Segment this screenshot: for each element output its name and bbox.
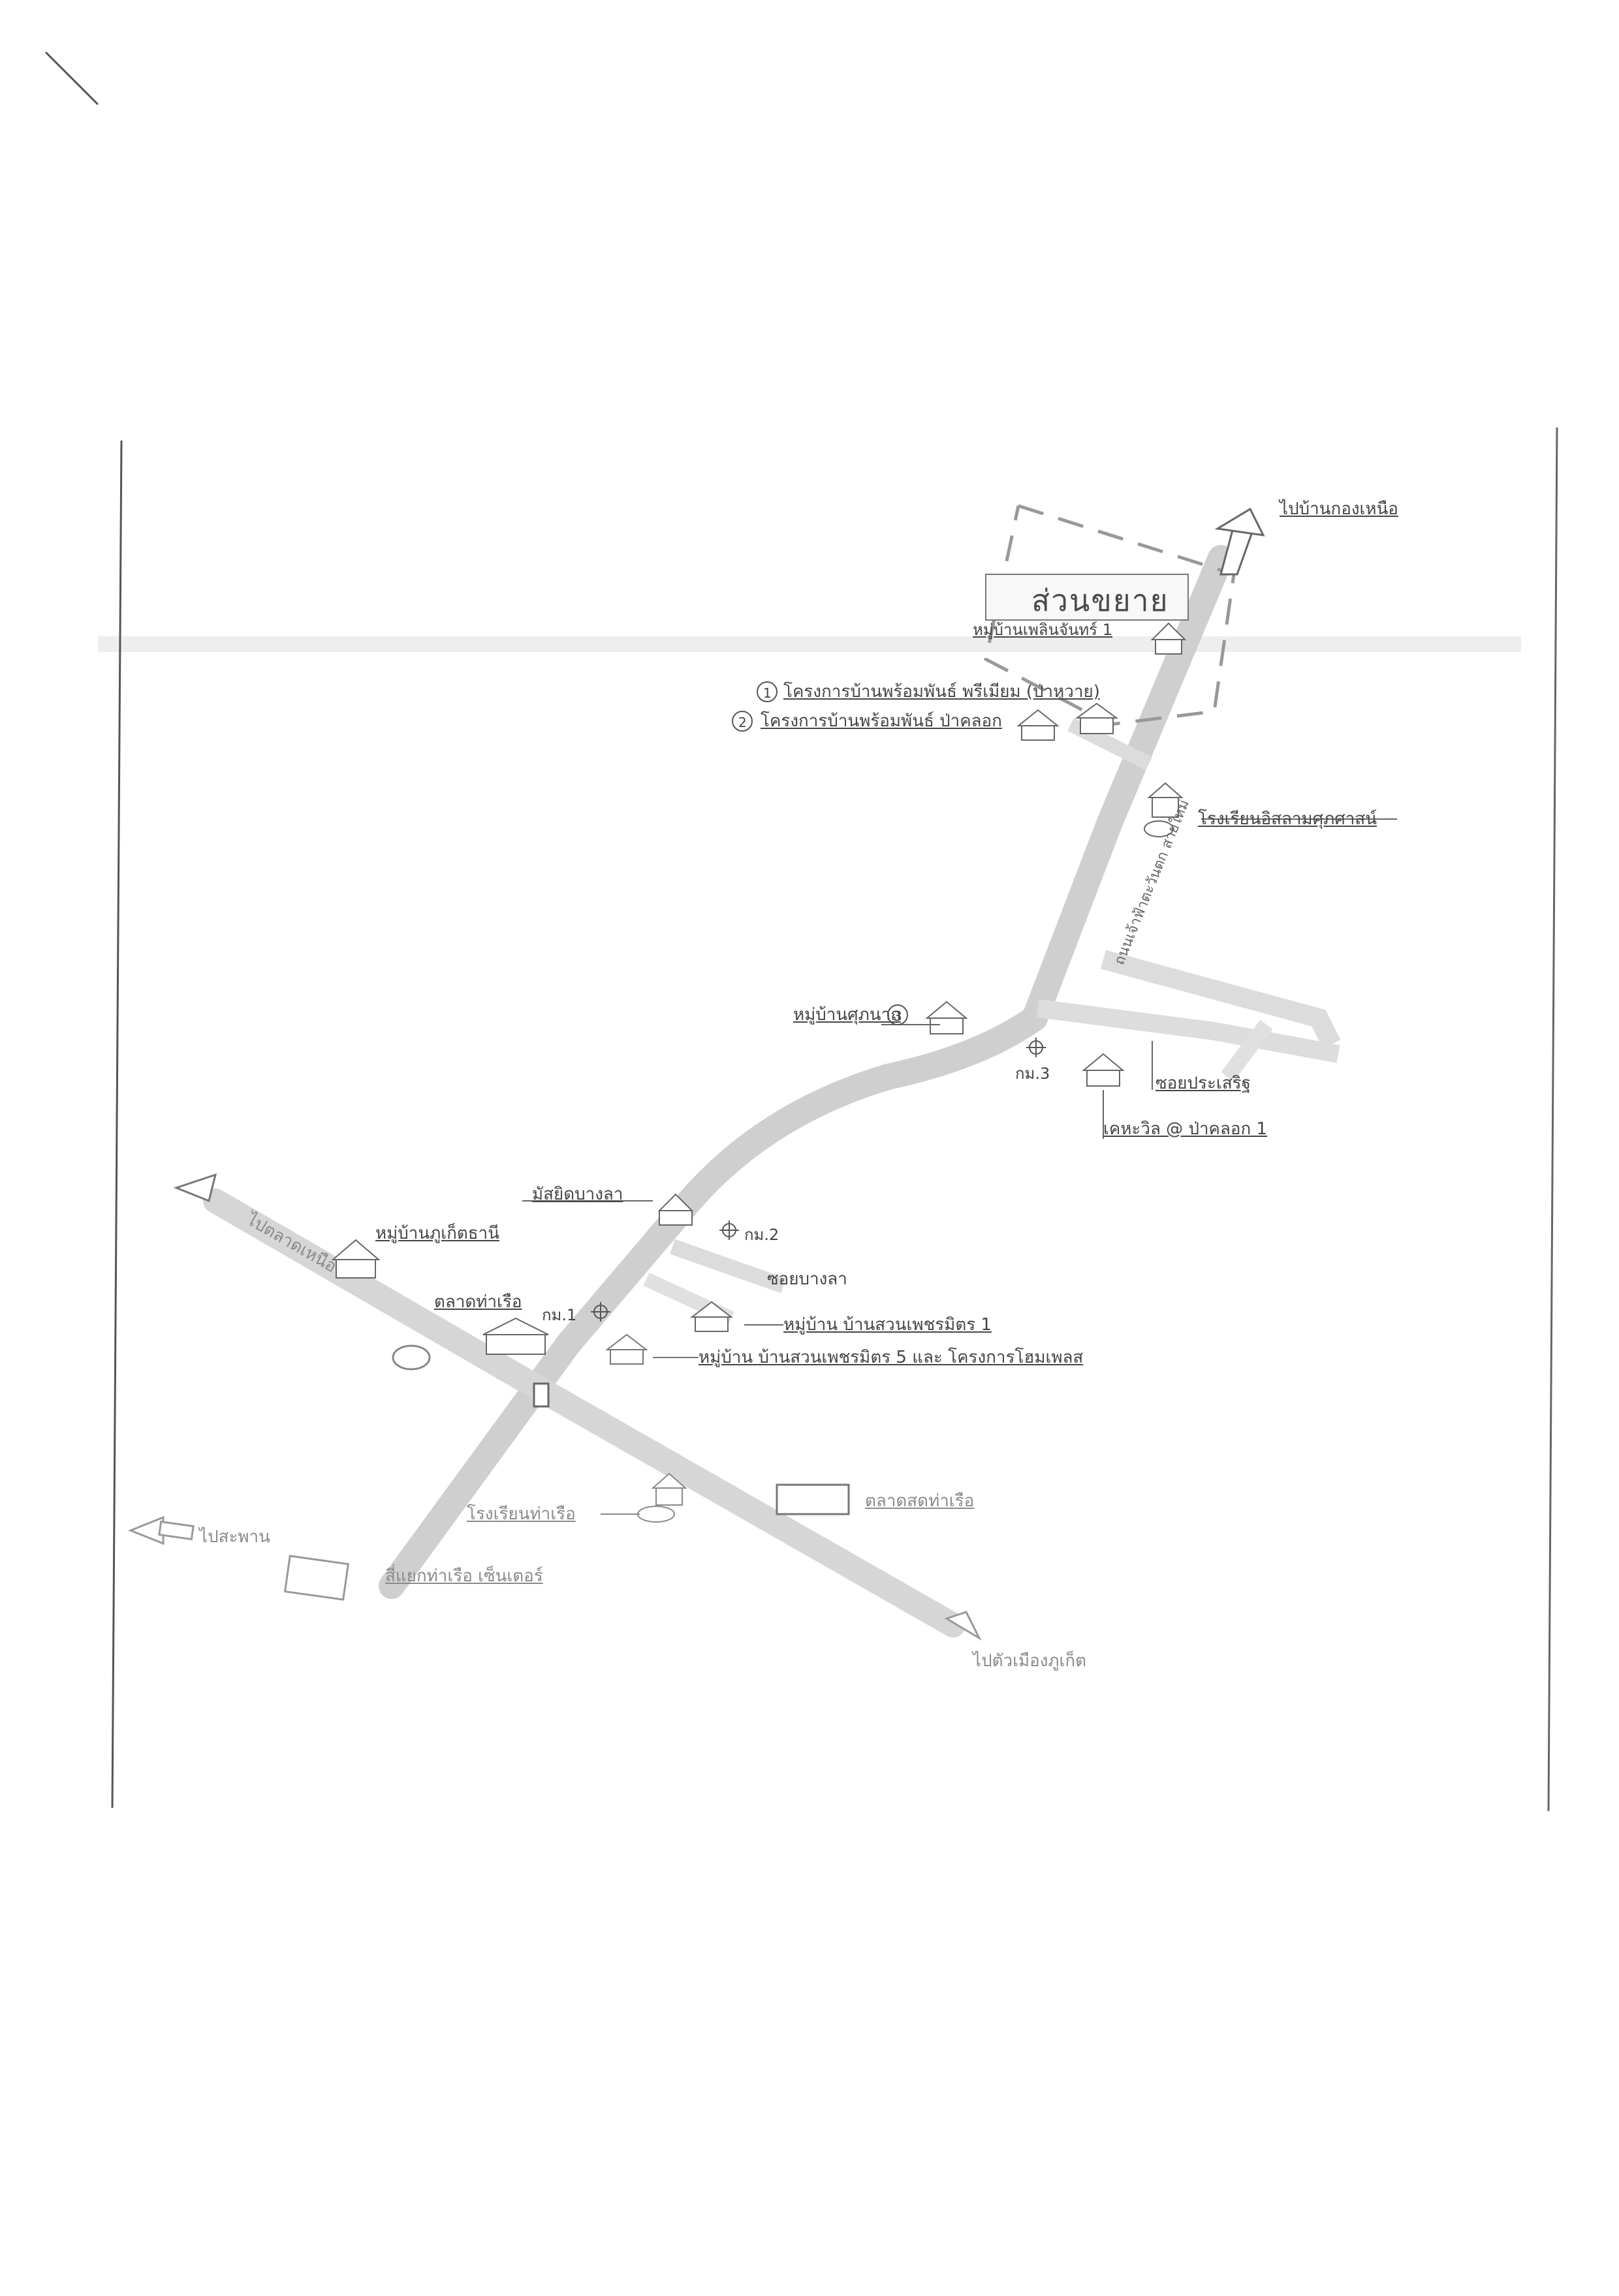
marker-1-icon	[757, 681, 778, 702]
house-icon	[331, 1239, 381, 1279]
village-1-label: หมู่บ้านเพลินจันทร์ 1	[973, 621, 1112, 639]
km3-label: กม.3	[1015, 1064, 1050, 1083]
intersection-icon	[283, 1555, 350, 1601]
marker-1-label: 1	[763, 685, 772, 701]
mosque-icon	[657, 1193, 694, 1226]
village-suan-1-label: หมู่บ้าน บ้านสวนเพชรมิตร 1	[783, 1315, 992, 1335]
arrow-north-head-icon	[1214, 507, 1265, 536]
project-1-label: โครงการบ้านพร้อมพันธ์ พรีเมียม (ป่าหวาย)	[783, 682, 1100, 702]
house-icon	[1016, 709, 1060, 741]
village-suan-5-label: หมู่บ้าน บ้านสวนเพชรมิตร 5 และ โครงการโฮ…	[699, 1348, 1084, 1367]
frame-left	[111, 440, 123, 1808]
intersection-label: สี่แยกท่าเรือ เซ็นเตอร์	[385, 1566, 543, 1586]
house-icon	[690, 1301, 733, 1332]
kaewin-label: เคหะวิล @ ป่าคลอก 1	[1103, 1119, 1268, 1139]
scan-band	[98, 636, 1521, 652]
warehouse-icon	[776, 1483, 850, 1515]
side-road-branch	[1221, 1019, 1273, 1082]
market-icon	[482, 1317, 549, 1355]
destination-north: ไปบ้านกองเหนือ	[1280, 499, 1398, 519]
extension-area-label: ส่วนขยาย	[1031, 583, 1169, 618]
house-icon	[1150, 622, 1187, 655]
house-icon	[925, 1001, 968, 1034]
school-1-label: โรงเรียนอิสลามศุภศาสน์	[1198, 809, 1377, 829]
tower-icon	[533, 1382, 550, 1408]
destination-west-lower: ไปสะพาน	[199, 1527, 270, 1547]
arrow-west-lower-icon	[127, 1515, 165, 1545]
arrow-west-lower-shaft	[158, 1520, 195, 1541]
pond-icon	[392, 1344, 431, 1371]
marker-3-label: 3	[894, 1008, 902, 1024]
soi-ban-label: ซอยบางลา	[767, 1269, 847, 1289]
main-road	[379, 545, 1234, 1599]
side-road-east-1	[1101, 950, 1341, 1049]
house-icon	[605, 1333, 648, 1365]
school-2-label: โรงเรียนท่าเรือ	[467, 1504, 576, 1524]
km-marker-icon	[1026, 1038, 1046, 1057]
mosque-label: มัสยิดบางลา	[532, 1185, 623, 1204]
house-icon	[1075, 702, 1119, 734]
school-icon	[1144, 782, 1184, 837]
house-icon	[1082, 1053, 1125, 1087]
side-road-soi	[670, 1239, 786, 1294]
warehouse-label: ตลาดสดท่าเรือ	[865, 1491, 975, 1511]
soi-prasert-label: ซอยประเสริฐ	[1155, 1074, 1251, 1093]
village-sakhon-label: หมู่บ้านศุภนาถ	[793, 1005, 901, 1025]
km2-label: กม.2	[744, 1226, 779, 1244]
km1-label: กม.1	[542, 1306, 577, 1324]
market-label: ตลาดท่าเรือ	[434, 1292, 522, 1312]
arrow-west-upper-icon	[173, 1173, 217, 1203]
destination-southeast: ไปตัวเมืองภูเก็ต	[973, 1651, 1087, 1671]
frame-right	[1547, 427, 1558, 1812]
marker-2-label: 2	[738, 715, 747, 730]
village-phuket-label: หมู่บ้านภูเก็ตธานี	[375, 1224, 500, 1243]
arrow-southeast-icon	[944, 1611, 982, 1641]
km-marker-icon	[591, 1302, 610, 1322]
extension-boundary	[984, 504, 1236, 726]
extension-label-box	[985, 574, 1189, 621]
project-2-label: โครงการบ้านพร้อมพันธ์ ป่าคลอก	[761, 711, 1002, 731]
marker-2-icon	[732, 711, 753, 732]
marker-3-icon	[887, 1004, 908, 1025]
km-marker-icon	[719, 1220, 739, 1240]
scan-mark	[44, 51, 99, 106]
school-icon	[637, 1472, 687, 1523]
side-road-east-2	[1037, 999, 1340, 1063]
